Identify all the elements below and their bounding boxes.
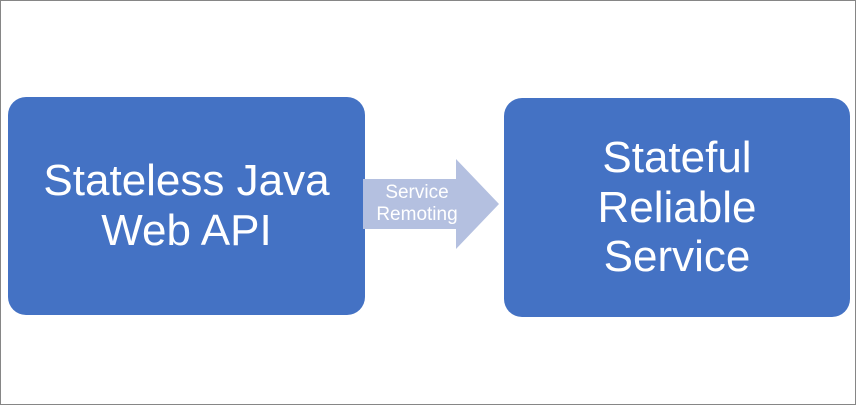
node-stateless-java-web-api[interactable]: Stateless Java Web API xyxy=(8,97,365,315)
connector-service-remoting[interactable]: Service Remoting xyxy=(363,157,501,251)
block-arrow-right-icon xyxy=(363,159,499,249)
node-stateless-java-web-api-label: Stateless Java Web API xyxy=(43,156,330,255)
node-stateful-reliable-service[interactable]: Stateful Reliable Service xyxy=(504,98,850,317)
node-stateful-reliable-service-label: Stateful Reliable Service xyxy=(597,132,757,282)
